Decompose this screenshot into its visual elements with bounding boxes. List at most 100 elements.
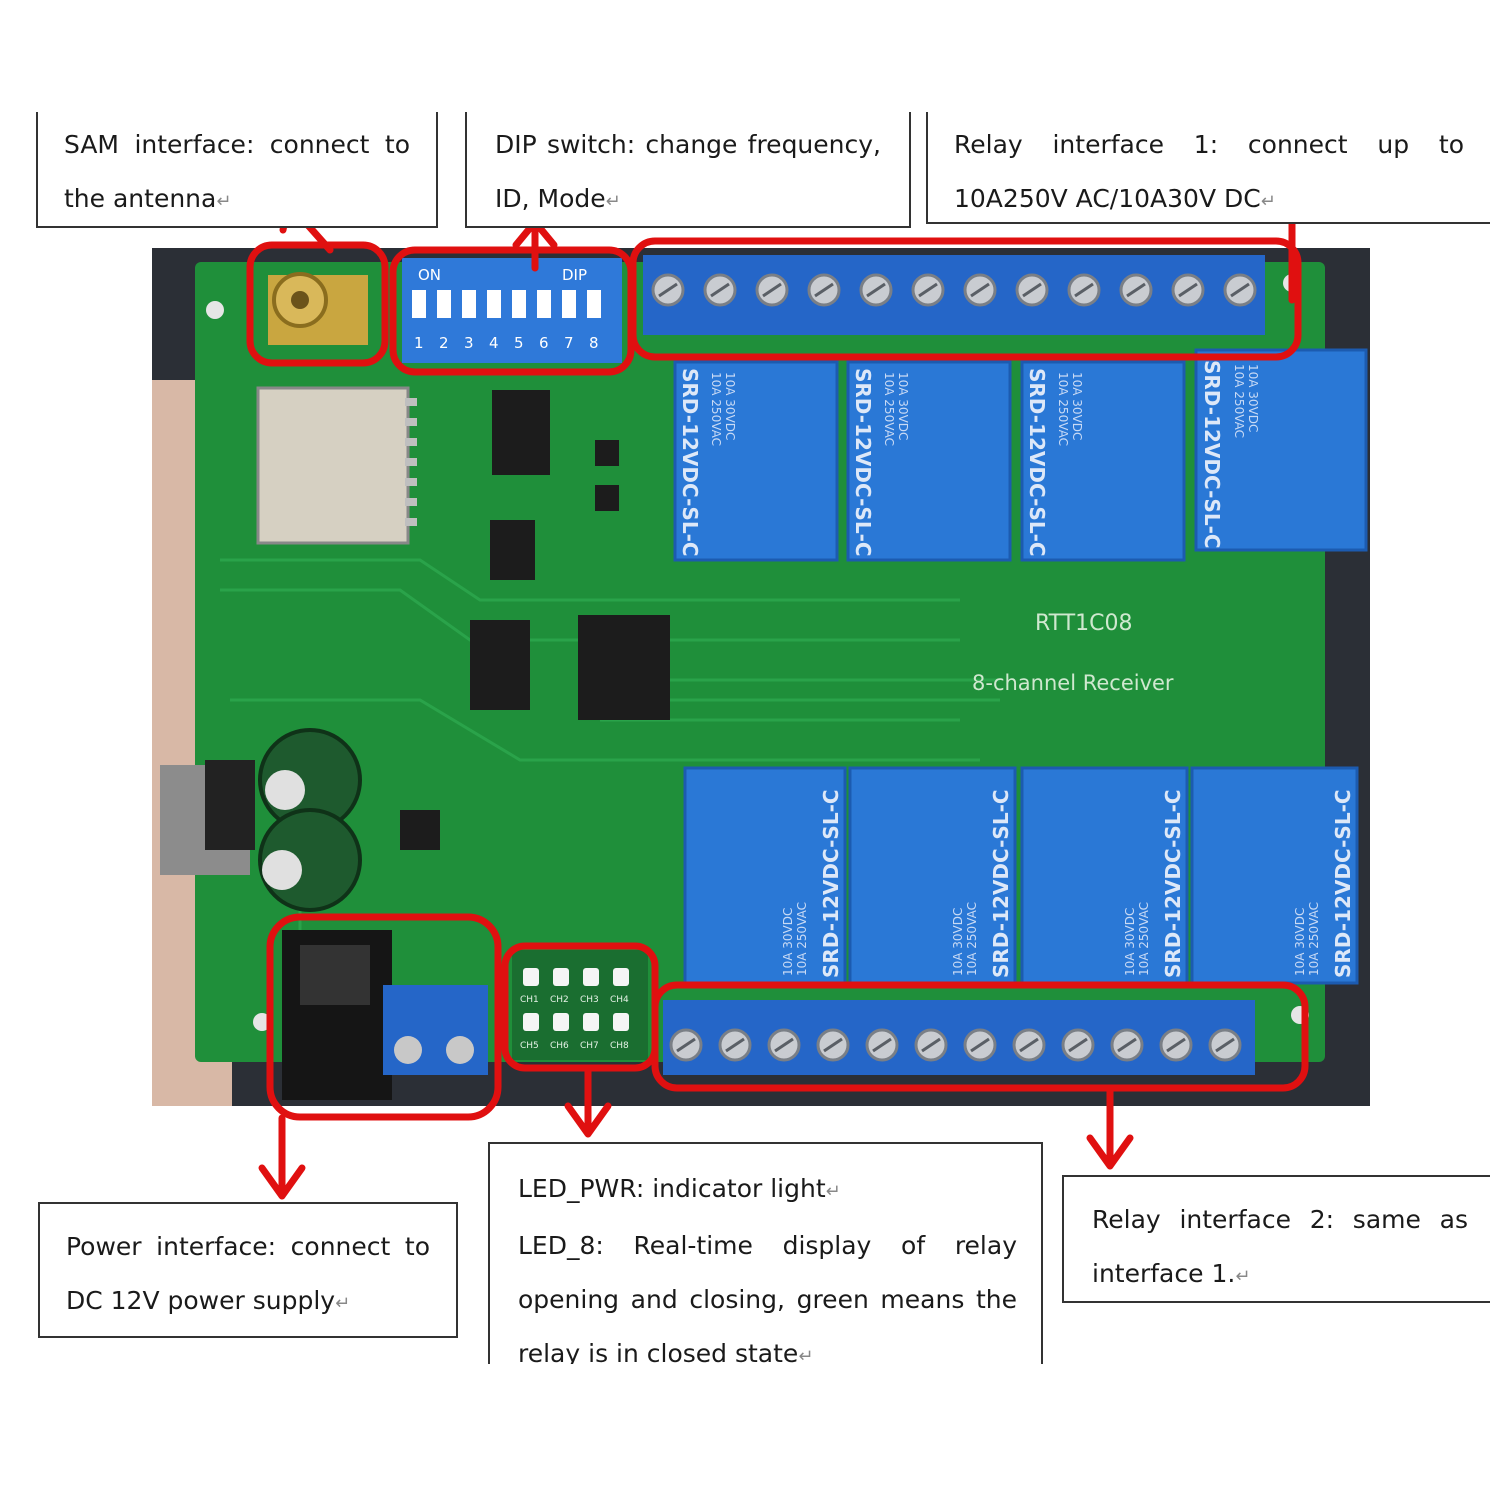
return-mark: ↵: [825, 1181, 841, 1202]
capacitors: [160, 728, 362, 912]
arrow-power: [258, 1114, 306, 1200]
relay: [1020, 360, 1186, 562]
callout-line: DIP switch: change frequency,: [495, 130, 881, 159]
callout-line-wrap: interface 1.↵: [1092, 1247, 1468, 1304]
relay-spec: 10A 30VDC: [1123, 908, 1137, 976]
mount-hole: [206, 301, 224, 319]
callout-line: ID, Mode: [495, 184, 606, 213]
terminal-screw-slot: [1215, 1037, 1235, 1053]
terminal-screw-slot: [1230, 282, 1250, 298]
callout-line: 10A250V AC/10A30V DC: [954, 184, 1261, 213]
terminal-screws-top: [651, 273, 1257, 307]
callout-dip-switch: DIP switch: change frequency, ID, Mode↵: [465, 112, 911, 228]
terminal-screw-slot: [710, 282, 730, 298]
terminal-screw-slot: [1019, 1037, 1039, 1053]
highlight-relay1: [629, 237, 1302, 361]
highlight-relay2: [651, 981, 1309, 1092]
led-array: CH1 CH2 CH3 CH4 CH5 CH6 CH7 CH8: [512, 950, 648, 1060]
terminal-screw-slot: [774, 1037, 794, 1053]
callout-relay-interface-1: Relay interface 1: connect up to 10A250V…: [926, 112, 1490, 224]
relay-spec: 10A 30VDC: [1070, 372, 1084, 440]
power-jack: [282, 930, 392, 1100]
relay: [1194, 348, 1368, 552]
callout-line-wrap: DC 12V power supply↵: [66, 1274, 430, 1331]
return-mark: ↵: [798, 1346, 814, 1364]
callout-line: LED_PWR: indicator light: [518, 1174, 826, 1203]
relay-spec: 10A 250VAC: [882, 372, 896, 446]
relay-spec: 10A 30VDC: [723, 372, 737, 440]
callout-line: LED_8: Real-time display of relay: [518, 1231, 1017, 1260]
relay-label: SRD-12VDC-SL-C: [1025, 368, 1049, 557]
callout-line-wrap: LED_PWR: indicator light↵: [518, 1162, 1017, 1219]
callout-line: the antenna: [64, 184, 217, 213]
highlight-sma: [246, 241, 389, 367]
relay-label: SRD-12VDC-SL-C: [989, 789, 1013, 978]
wireless-module: [256, 386, 417, 545]
terminal-screw-slot: [970, 1037, 990, 1053]
power-terminal: [383, 985, 488, 1075]
callout-line-wrap: ID, Mode↵: [495, 172, 881, 229]
callout-line-wrap: the antenna↵: [64, 172, 410, 229]
terminal-screw-slot: [658, 282, 678, 298]
terminal-screw-slot: [823, 1037, 843, 1053]
return-mark: ↵: [335, 1293, 351, 1314]
terminal-screw-slot: [814, 282, 834, 298]
dip-number: 2: [439, 334, 449, 352]
callout-line-wrap: 10A250V AC/10A30V DC↵: [954, 172, 1464, 229]
terminal-screw-slot: [970, 282, 990, 298]
terminal-screw-slot: [1117, 1037, 1137, 1053]
callout-line: DC 12V power supply: [66, 1286, 336, 1315]
led-label: CH6: [550, 1041, 569, 1051]
terminal-screw-slot: [866, 282, 886, 298]
terminal-screw-slot: [918, 282, 938, 298]
callout-line: Relay interface 2: same as: [1092, 1205, 1468, 1234]
relay-spec: 10A 30VDC: [1293, 908, 1307, 976]
dip-number: 1: [414, 334, 424, 352]
dip-switch: ON DIP 1 2 3 4 5 6 7 8: [402, 258, 622, 363]
dip-number: 4: [489, 334, 499, 352]
callout-line: opening and closing, green means the: [518, 1285, 1017, 1314]
relay-spec: 10A 30VDC: [1246, 364, 1260, 432]
callout-line: Power interface: connect to: [66, 1232, 430, 1261]
terminal-screw-slot: [762, 282, 782, 298]
highlight-power: [266, 913, 502, 1121]
callout-line-wrap: relay is in closed state↵: [518, 1327, 1017, 1364]
relays-bottom: SRD-12VDC-SL-C SRD-12VDC-SL-C SRD-12VDC-…: [683, 766, 1359, 985]
terminal-screw-slot: [1166, 1037, 1186, 1053]
callout-power-interface: Power interface: connect to DC 12V power…: [38, 1202, 458, 1338]
return-mark: ↵: [1235, 1266, 1251, 1287]
callout-led: LED_PWR: indicator light↵ LED_8: Real-ti…: [488, 1142, 1043, 1364]
led-label: CH3: [580, 995, 599, 1005]
relay-label: SRD-12VDC-SL-C: [678, 368, 702, 557]
terminal-block-bottom: [663, 1000, 1255, 1075]
terminal-screw-slot: [1074, 282, 1094, 298]
terminal-screw-slot: [1022, 282, 1042, 298]
callout-line: interface 1.: [1092, 1259, 1236, 1288]
arrow-relay2: [1086, 1086, 1134, 1170]
arrow-led: [564, 1064, 612, 1138]
terminal-screw-slot: [1068, 1037, 1088, 1053]
dip-label: DIP: [562, 266, 587, 284]
relay: [1020, 766, 1189, 985]
relay-label: SRD-12VDC-SL-C: [1200, 360, 1224, 549]
terminal-screws-bottom: [669, 1028, 1242, 1062]
terminal-block-top: [643, 255, 1265, 335]
terminal-screw-slot: [725, 1037, 745, 1053]
relay-label: SRD-12VDC-SL-C: [1161, 789, 1185, 978]
relay-spec: 10A 30VDC: [781, 908, 795, 976]
relay-spec: 10A 250VAC: [965, 902, 979, 976]
terminal-screw-slot: [1126, 282, 1146, 298]
callout-line: relay is in closed state: [518, 1339, 799, 1364]
return-mark: ↵: [1260, 191, 1276, 212]
return-mark: ↵: [605, 191, 621, 212]
relay-label: SRD-12VDC-SL-C: [1331, 789, 1355, 978]
led-label: CH1: [520, 995, 539, 1005]
relay: [848, 766, 1017, 985]
relay-spec: 10A 30VDC: [896, 372, 910, 440]
led-label: CH7: [580, 1041, 599, 1051]
relay-spec: 10A 30VDC: [951, 908, 965, 976]
relay: [683, 766, 847, 985]
relay-spec: 10A 250VAC: [1137, 902, 1151, 976]
